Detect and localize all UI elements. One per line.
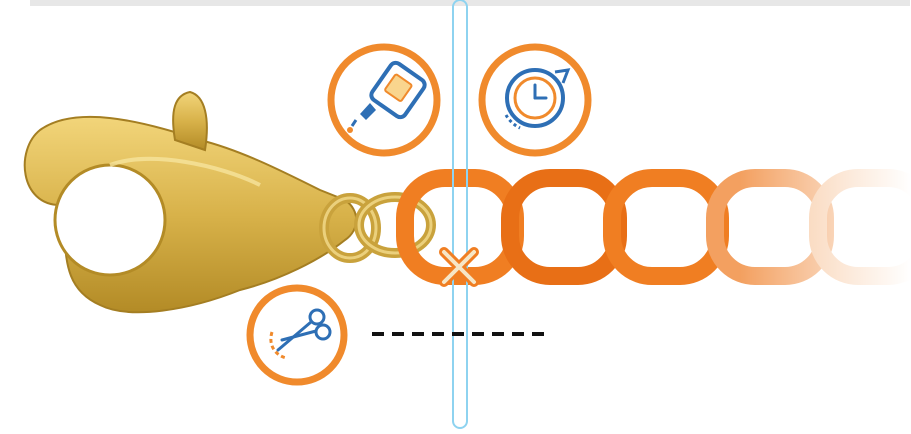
orange-chain (405, 150, 911, 310)
scissors-step (250, 288, 344, 382)
lobster-clasp (25, 92, 357, 312)
timer-step (482, 47, 588, 153)
thread-line (453, 0, 467, 428)
glue-step (331, 47, 437, 153)
cropped-text-band (30, 0, 910, 6)
